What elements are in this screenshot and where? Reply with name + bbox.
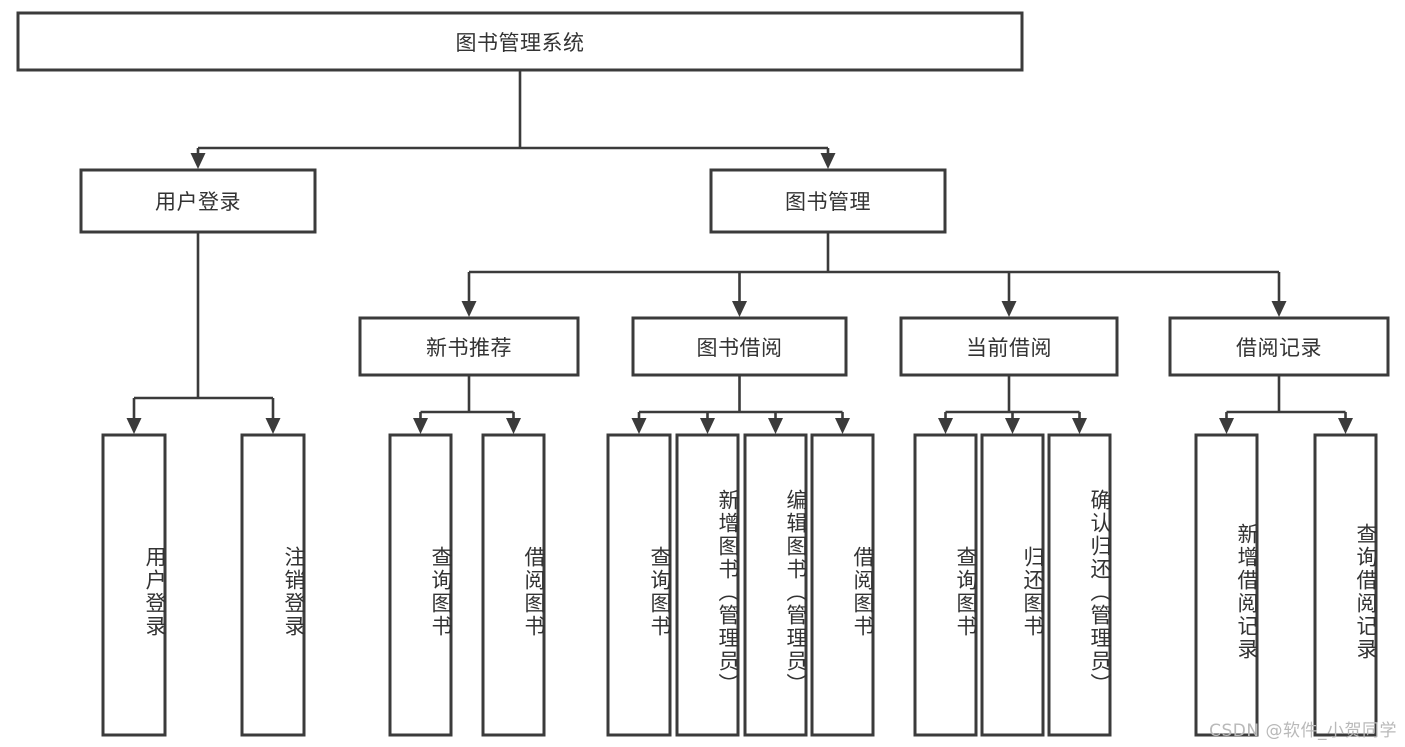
- arrow-head-icon: [631, 418, 647, 434]
- arrow-head-icon: [461, 301, 477, 317]
- node-box-book-manage[interactable]: [709, 168, 947, 234]
- arrow-head-icon: [126, 418, 142, 434]
- arrow-head-icon: [413, 418, 428, 434]
- arrow-head-icon: [938, 418, 953, 434]
- arrow-head-icon: [835, 418, 850, 434]
- node-box-borrow-record[interactable]: [1168, 316, 1390, 377]
- arrow-head-icon: [506, 418, 521, 434]
- node-box-root[interactable]: [16, 11, 1024, 72]
- node-box-leaf-query-record[interactable]: [1313, 433, 1378, 737]
- node-box-leaf-user-login[interactable]: [101, 433, 167, 737]
- arrow-head-icon: [1072, 418, 1087, 434]
- node-box-leaf-query-book-1[interactable]: [388, 433, 453, 737]
- arrow-head-icon: [732, 301, 747, 317]
- node-box-new-book-rec[interactable]: [358, 316, 580, 377]
- connector-layer: [126, 70, 1353, 434]
- node-box-leaf-query-book-3[interactable]: [913, 433, 978, 737]
- arrow-head-icon: [1005, 418, 1020, 434]
- node-box-leaf-borrow-book-1[interactable]: [481, 433, 546, 737]
- node-box-current-borrow[interactable]: [899, 316, 1119, 377]
- node-box-leaf-add-book[interactable]: [675, 433, 740, 737]
- node-box-leaf-confirm-return[interactable]: [1047, 433, 1112, 737]
- arrow-head-icon: [1338, 418, 1353, 434]
- node-box-leaf-borrow-book-2[interactable]: [810, 433, 875, 737]
- node-box-user-login[interactable]: [79, 168, 317, 234]
- arrow-head-icon: [1219, 418, 1234, 434]
- node-box-leaf-query-book-2[interactable]: [606, 433, 672, 737]
- arrow-head-icon: [700, 418, 715, 434]
- arrow-head-icon: [190, 153, 206, 169]
- arrow-head-icon: [265, 418, 281, 434]
- node-box-book-borrow[interactable]: [631, 316, 848, 377]
- node-box-leaf-edit-book[interactable]: [743, 433, 808, 737]
- node-box-leaf-logout[interactable]: [240, 433, 306, 737]
- arrow-head-icon: [1271, 301, 1287, 317]
- node-box-leaf-return-book[interactable]: [980, 433, 1045, 737]
- arrow-head-icon: [1001, 301, 1017, 317]
- node-box-leaf-add-record[interactable]: [1194, 433, 1259, 737]
- arrow-head-icon: [768, 418, 783, 434]
- box-layer: [16, 11, 1390, 737]
- arrow-head-icon: [820, 153, 836, 169]
